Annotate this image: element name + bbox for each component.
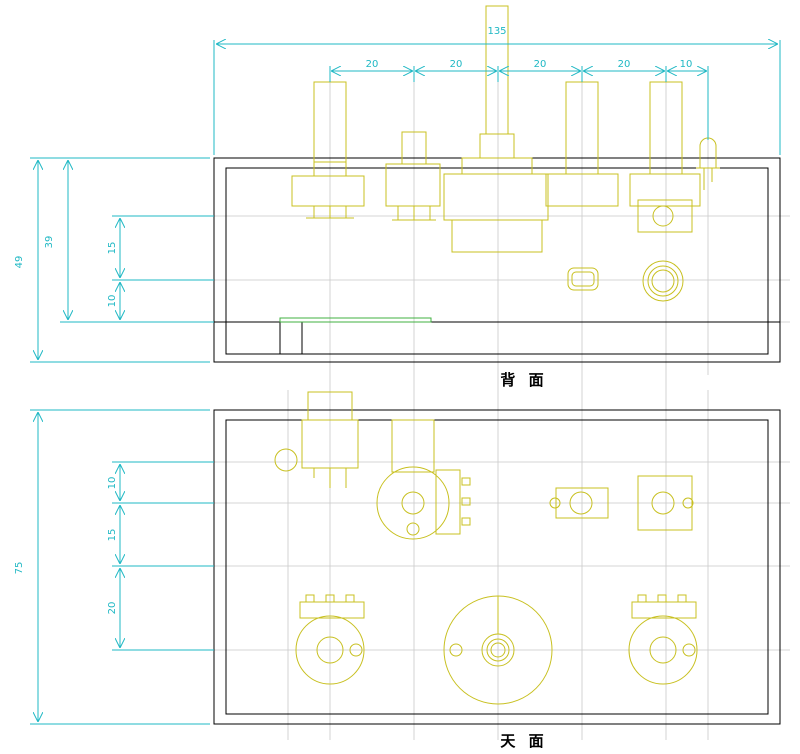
dim-top-offset-2: 15 (107, 529, 118, 542)
top-parts (274, 391, 698, 705)
rear-pcb (279, 317, 432, 323)
dim-rear-upper-offset: 15 (107, 242, 118, 255)
top-case-inner (225, 419, 769, 715)
dim-rear-total-height: 49 (14, 256, 25, 269)
dim-overall-width: 135 (487, 26, 506, 37)
reference-grid (200, 75, 790, 740)
dimension-texts: 135 20 20 20 20 10 49 39 15 10 75 10 15 … (14, 26, 692, 614)
rear-view (213, 5, 781, 363)
dimension-lines (30, 40, 781, 725)
dim-rear-inner-height: 39 (44, 236, 55, 249)
top-case-outer (213, 409, 781, 725)
rear-parts (291, 5, 720, 302)
dim-top-offset-3: 20 (107, 602, 118, 615)
dim-pitch-3: 20 (534, 59, 547, 70)
top-view-label: 天 面 (500, 732, 547, 750)
rear-case-outer (213, 157, 781, 363)
top-view (213, 391, 781, 725)
rear-bracket (279, 321, 303, 355)
dim-rear-lower-offset: 10 (107, 295, 118, 308)
rear-case-inner (225, 167, 769, 355)
dim-pitch-1: 20 (366, 59, 379, 70)
dim-top-total-depth: 75 (14, 562, 25, 575)
rear-view-label: 背 面 (500, 371, 547, 389)
dim-pitch-2: 20 (450, 59, 463, 70)
dim-top-offset-1: 10 (107, 477, 118, 490)
dim-pitch-4: 20 (618, 59, 631, 70)
dim-pitch-5: 10 (680, 59, 693, 70)
